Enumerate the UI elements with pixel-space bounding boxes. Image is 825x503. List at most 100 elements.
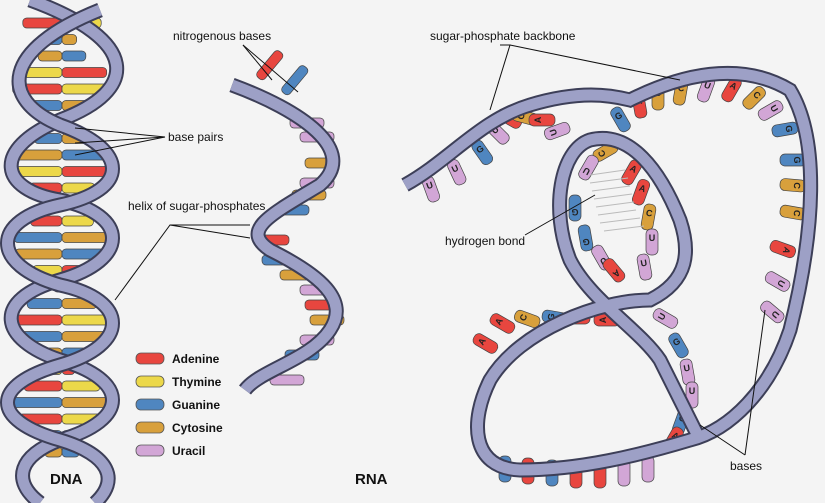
rna-base: A: [472, 333, 499, 354]
rna-base-letter: G: [671, 336, 682, 348]
rna-base: C: [779, 178, 807, 193]
dna-base-pair: [37, 50, 87, 62]
rna-base: A: [769, 240, 797, 259]
rna-base-letter: U: [689, 386, 696, 396]
rna-base-letter: U: [649, 233, 656, 243]
rna-base: U: [645, 228, 659, 256]
rna-base-letter: G: [613, 110, 624, 122]
rna-base-letter: C: [645, 208, 654, 219]
legend-item: Adenine: [135, 352, 220, 366]
rna-base-letter: U: [640, 258, 648, 269]
rna-base-letter: C: [677, 83, 686, 94]
rna-base-body: [636, 253, 653, 281]
legend-item: Cytosine: [135, 421, 223, 435]
dna-base: [61, 166, 111, 177]
bases-leader-2: [744, 309, 766, 456]
base-pairs-leader: [74, 127, 166, 138]
rna-base: A: [528, 113, 556, 127]
backbone-leader: [489, 44, 511, 111]
dna-strand-front-fill: [2, 4, 118, 503]
rna-base: U: [760, 300, 785, 324]
rna-base: A: [602, 258, 626, 283]
dna-base-pair: [14, 248, 110, 260]
rna-base: A: [632, 178, 651, 206]
rna-base-letter: G: [546, 312, 557, 321]
nitrogenous-bases-leader-2: [242, 44, 299, 93]
dna-base-pair: [16, 67, 108, 78]
rna-base: U: [543, 122, 571, 141]
rna-base-letter: C: [792, 182, 803, 190]
dna-base-pair: [23, 380, 101, 392]
dna-base: [11, 397, 63, 408]
rna-base-letter: A: [533, 116, 543, 123]
base-pairs-label: base pairs: [168, 130, 223, 144]
rna-base-letter: U: [581, 165, 592, 177]
dna-base-pair: [13, 166, 111, 177]
rna-base-body: [513, 309, 541, 328]
rna-base: C: [513, 309, 541, 328]
rna-base-body: [764, 271, 791, 292]
legend-label: Adenine: [172, 352, 220, 366]
rna-base-letter: A: [476, 336, 488, 347]
rna-base-letter: C: [596, 148, 608, 159]
rna-base-letter: U: [548, 128, 560, 138]
rna-base: A: [489, 313, 516, 334]
dna-base: [13, 232, 63, 243]
rna-base-letter: A: [610, 267, 622, 279]
rna-base-body: [602, 258, 626, 283]
rna-base-body: [632, 178, 651, 206]
bases-label: bases: [730, 459, 762, 473]
rna-base-body: [543, 122, 571, 141]
rna-helix-base: [256, 50, 284, 81]
leader-lines: [74, 44, 766, 456]
rna-base: G: [771, 121, 799, 138]
rna-base-letter: G: [792, 156, 802, 163]
rna-base-letter: U: [598, 255, 609, 267]
rna-base-letter: U: [489, 124, 501, 136]
rna-base: C: [779, 204, 807, 221]
legend-label: Uracil: [172, 444, 205, 458]
dna-helix: [0, 0, 125, 503]
rna-base-letter: C: [791, 209, 802, 218]
rna-base-body: [640, 203, 657, 231]
dna-base: [26, 298, 63, 309]
legend-item: Thymine: [135, 375, 222, 389]
rna-base: G: [568, 194, 582, 222]
rna-base-body: [769, 240, 797, 259]
rna-base-letter: U: [450, 163, 460, 175]
rna-base: C: [640, 203, 657, 231]
rna-base-letter: U: [425, 180, 435, 192]
rna-base-letter: A: [781, 246, 793, 256]
rna-single-helix: [229, 50, 345, 396]
dna-base-pairs: [11, 17, 113, 458]
dna-base: [61, 215, 94, 227]
legend-label: Cytosine: [172, 421, 223, 435]
dna-base: [61, 67, 108, 78]
rna-base-body: [760, 300, 785, 324]
rna-base: U: [757, 100, 784, 121]
legend-swatch: [135, 444, 165, 457]
hydrogen-bond-lines: [589, 169, 645, 232]
rna-base: C: [742, 86, 766, 110]
rna-base-letter: A: [728, 80, 739, 92]
rna-base-body: [578, 154, 599, 181]
rna-base: G: [577, 224, 594, 252]
rna-base: U: [764, 271, 791, 292]
base-pairs-leader-3: [74, 136, 166, 156]
rna-base-letter: G: [783, 124, 794, 133]
rna-base-body: [568, 194, 582, 222]
legend-item: Uracil: [135, 444, 205, 458]
dna-base-pair: [11, 397, 113, 408]
bases-leader: [699, 424, 746, 456]
rna-base-body: [528, 113, 556, 127]
helix-leader: [114, 224, 250, 301]
dna-strand-back-fill: [5, 0, 123, 503]
dna-label: DNA: [50, 471, 83, 488]
dna-base: [61, 34, 77, 45]
rna-base-letter: G: [582, 236, 591, 247]
dna-base: [61, 50, 87, 62]
rna-base-letter: U: [769, 309, 781, 320]
